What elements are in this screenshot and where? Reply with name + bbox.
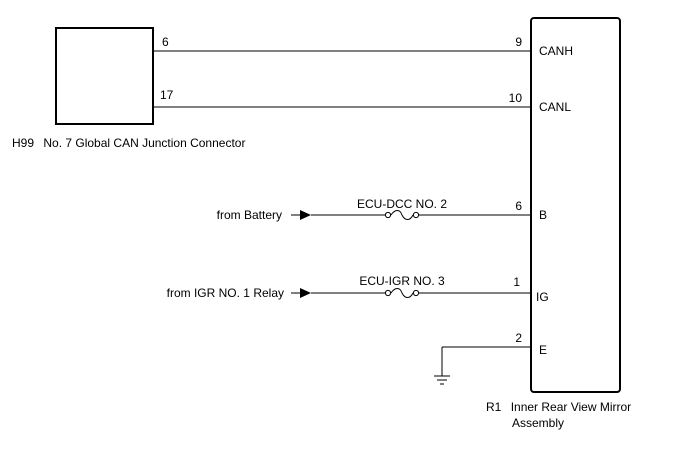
igr-fuse-icon	[390, 288, 414, 298]
ground-icon	[434, 375, 450, 385]
battery-terminal: B	[539, 208, 547, 222]
battery-pin: 6	[515, 199, 522, 213]
left-connector-id: H99	[12, 136, 34, 150]
igr-source-label: from IGR NO. 1 Relay	[167, 286, 284, 300]
igr-terminal: IG	[536, 290, 549, 304]
right-component-id: R1	[486, 400, 502, 414]
igr-fuse-terminal-right	[412, 289, 420, 297]
canh-right-pin: 9	[515, 35, 522, 49]
ground-pin: 2	[515, 331, 522, 345]
canh-terminal: CANH	[539, 44, 573, 58]
canl-left-pin: 17	[160, 88, 174, 102]
igr-fuse-terminal-left	[384, 289, 392, 297]
battery-fuse-terminal-right	[412, 211, 420, 219]
battery-fuse-label: ECU-DCC NO. 2	[357, 197, 447, 211]
battery-arrow-icon	[300, 210, 311, 220]
igr-pin: 1	[513, 275, 520, 289]
canh-left-pin: 6	[162, 35, 169, 49]
right-component-name-line2: Assembly	[512, 416, 564, 430]
left-connector-label: H99 No. 7 Global CAN Junction Connector	[12, 136, 245, 150]
battery-source-label: from Battery	[217, 208, 282, 222]
canl-right-pin: 10	[509, 91, 523, 105]
right-component-label: R1 Inner Rear View Mirror	[486, 400, 631, 414]
canl-terminal: CANL	[539, 100, 571, 114]
left-connector-name: No. 7 Global CAN Junction Connector	[43, 136, 245, 150]
right-component-name-line1: Inner Rear View Mirror	[511, 400, 631, 414]
battery-fuse-terminal-left	[384, 211, 392, 219]
can-junction-connector-box	[55, 27, 154, 125]
igr-fuse-label: ECU-IGR NO. 3	[359, 274, 445, 288]
igr-arrow-icon	[300, 288, 311, 298]
inner-rear-view-mirror-box	[530, 17, 621, 393]
ground-terminal: E	[539, 343, 547, 357]
battery-fuse-icon	[390, 210, 414, 220]
